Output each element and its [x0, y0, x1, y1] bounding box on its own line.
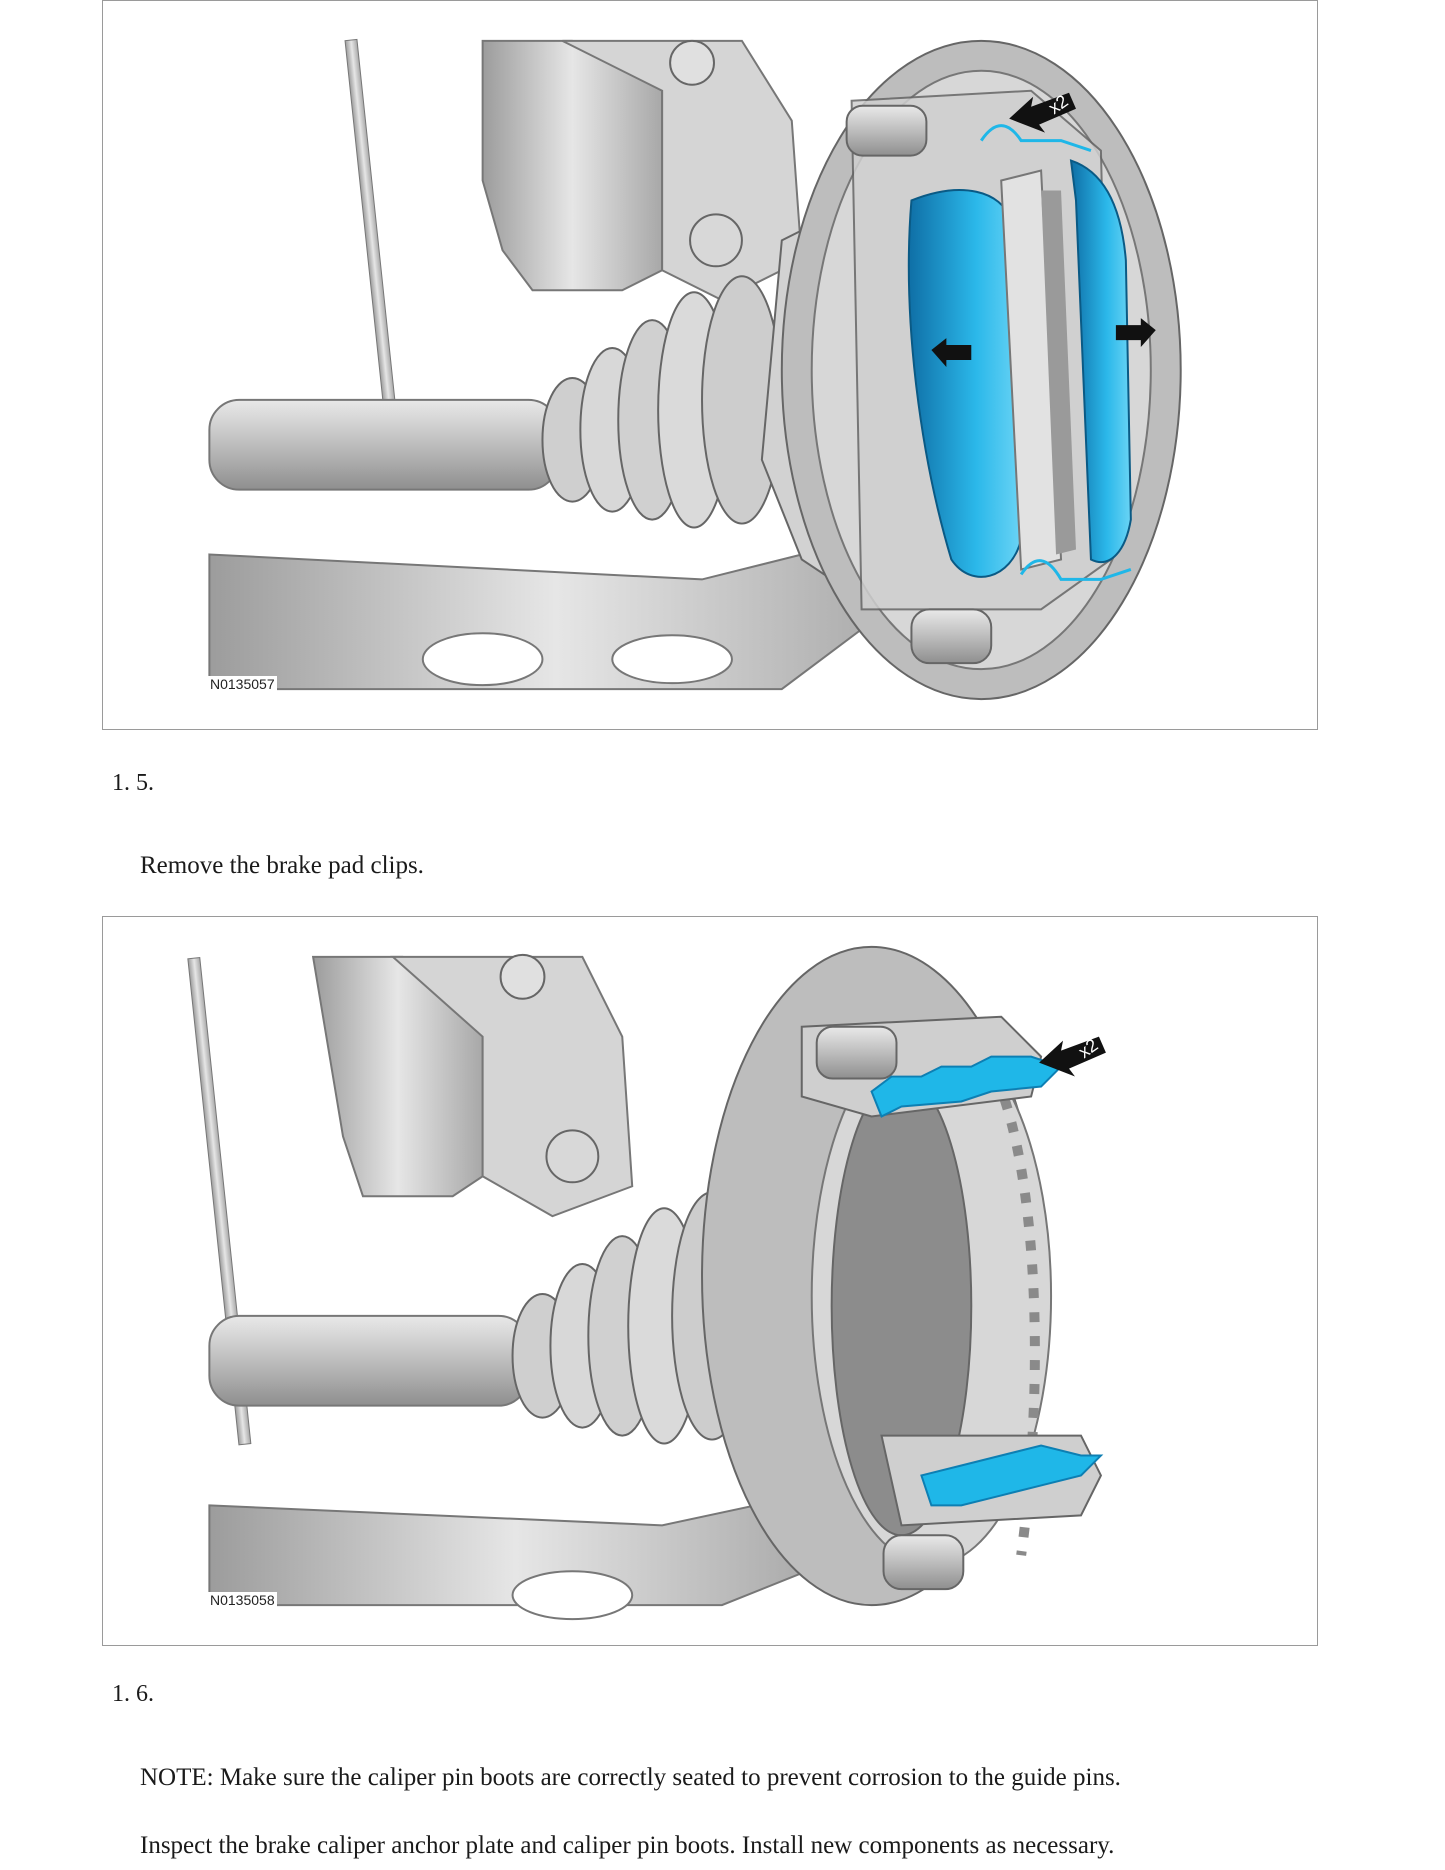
step-number: 1. 6. — [112, 1681, 154, 1707]
brake-assembly-illustration: x2 — [208, 38, 1182, 701]
caliper-pin-boot-lower — [910, 608, 993, 665]
brake-pad-outer — [1069, 159, 1132, 563]
caliper-pin-boot-upper — [815, 1025, 898, 1080]
figure-id: N0135057 — [208, 676, 277, 692]
brake-pad-clip-lower — [920, 1444, 1104, 1507]
rotor-vanes — [1000, 169, 1076, 571]
arrow-left-icon — [931, 338, 972, 367]
cv-boot — [541, 275, 783, 529]
brake-pad-inner — [907, 189, 1023, 578]
step-note: NOTE: Make sure the caliper pin boots ar… — [140, 1764, 1121, 1791]
arrow-right-icon — [1115, 318, 1156, 348]
step-number: 1. 5. — [112, 770, 154, 796]
step-instruction: Inspect the brake caliper anchor plate a… — [140, 1832, 1115, 1859]
step-instruction: Remove the brake pad clips. — [140, 852, 424, 879]
caliper-pin-boot-lower — [882, 1534, 965, 1591]
caliper-pin-boot-upper — [845, 104, 928, 157]
figure-brake-pad-clips: x2 N0135058 — [102, 916, 1318, 1646]
figure-brake-pads: x2 N0135057 — [102, 0, 1318, 730]
figure-id: N0135058 — [208, 1592, 277, 1608]
brake-assembly-illustration: x2 — [187, 945, 1106, 1621]
